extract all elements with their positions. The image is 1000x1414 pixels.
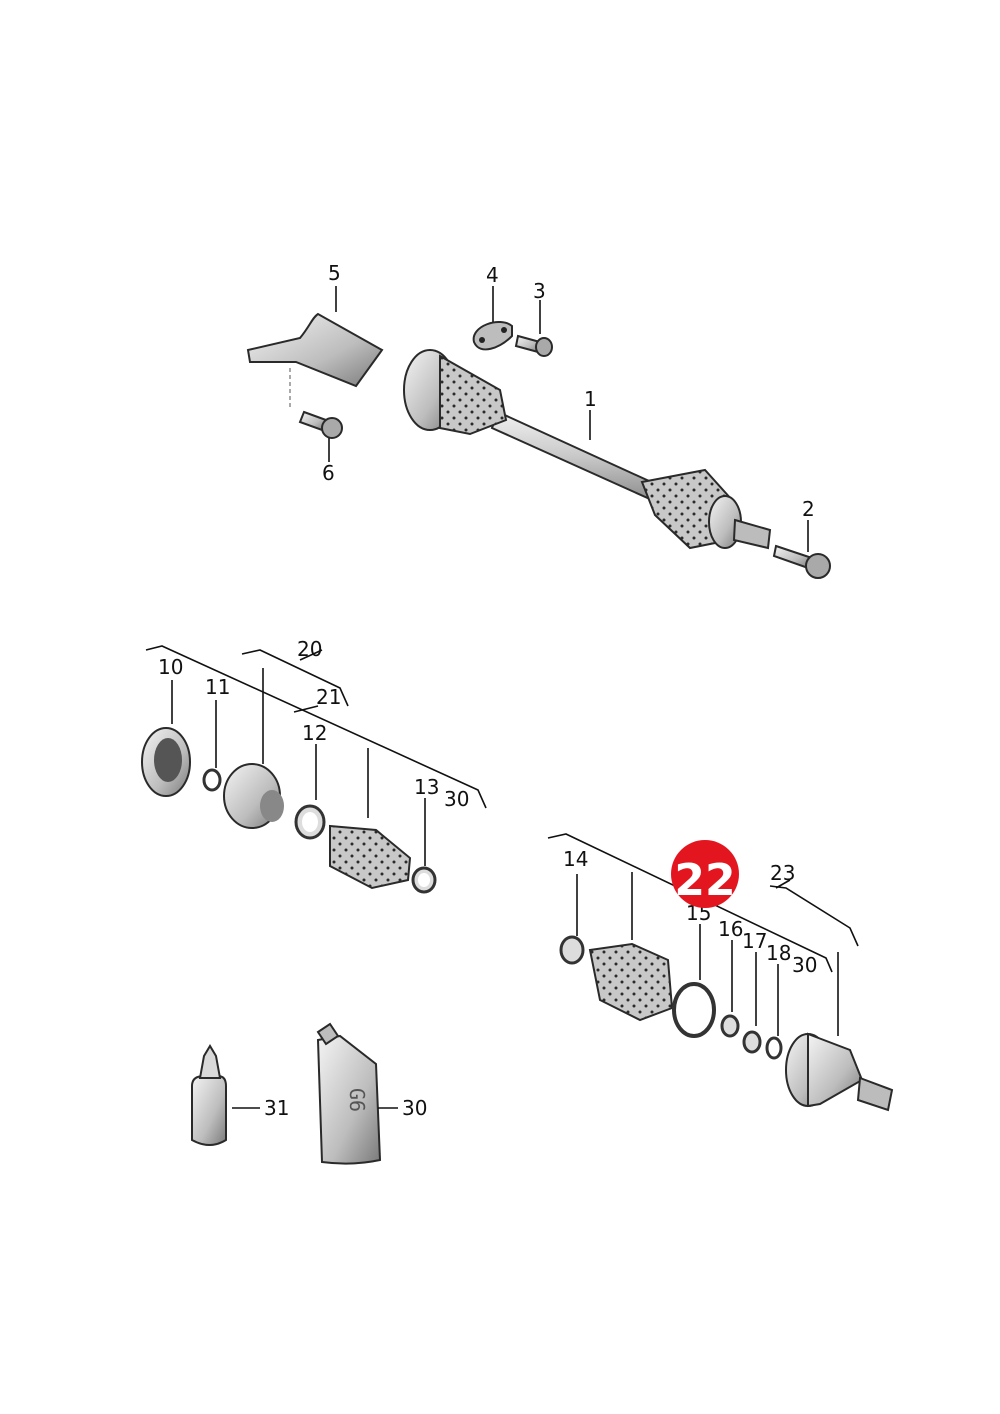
- label-part-12: 12: [302, 721, 327, 745]
- circlip-11-icon[interactable]: [202, 768, 222, 792]
- inner-cv-boot: [439, 354, 508, 436]
- label-part-23: 23: [770, 861, 795, 885]
- label-part-16: 16: [718, 917, 743, 941]
- kit-bracket-20: [241, 649, 349, 707]
- label-part-30-bottom: 30: [402, 1096, 427, 1120]
- ring-16-icon[interactable]: [720, 1014, 740, 1038]
- securing-plate-icon[interactable]: [472, 321, 513, 351]
- sealant-bottle-icon[interactable]: [191, 1044, 227, 1146]
- label-part-20: 20: [297, 637, 322, 661]
- clamp-12-icon[interactable]: [294, 804, 326, 840]
- drive-shaft: [490, 410, 662, 502]
- label-part-10: 10: [158, 655, 183, 679]
- joint-hub-icon[interactable]: [223, 763, 284, 829]
- label-part-6: 6: [322, 461, 335, 485]
- splined-stub: [732, 518, 772, 550]
- label-part-3: 3: [533, 279, 546, 303]
- cover-10-icon[interactable]: [141, 727, 191, 797]
- label-part-5: 5: [328, 261, 341, 285]
- heat-shield-icon[interactable]: [246, 312, 384, 388]
- bolt-3-icon[interactable]: [514, 334, 553, 357]
- label-part-11: 11: [205, 675, 230, 699]
- clamp-14-icon[interactable]: [559, 935, 585, 965]
- label-part-2: 2: [802, 497, 815, 521]
- outer-joint-icon[interactable]: [785, 1032, 894, 1112]
- grease-tube-marking: G6: [345, 1088, 369, 1112]
- highlight-circle: [671, 840, 739, 908]
- label-part-31: 31: [264, 1096, 289, 1120]
- boot-icon[interactable]: [329, 824, 412, 890]
- kit-bracket-main: [145, 645, 487, 809]
- drive-shaft-assembly[interactable]: [403, 349, 772, 550]
- label-part-17: 17: [742, 929, 767, 953]
- highlight-label: 22: [674, 855, 735, 906]
- boot-right-icon[interactable]: [588, 942, 674, 1022]
- label-part-30-left: 30: [444, 787, 469, 811]
- clamp-15-icon[interactable]: [672, 982, 716, 1038]
- washer-17-icon[interactable]: [742, 1030, 762, 1054]
- label-part-13: 13: [414, 775, 439, 799]
- label-part-18: 18: [766, 941, 791, 965]
- highlight-marker-22[interactable]: 22: [671, 840, 739, 908]
- label-part-21: 21: [316, 685, 341, 709]
- label-part-4: 4: [486, 263, 499, 287]
- label-part-1: 1: [584, 387, 597, 411]
- bolt-2-icon[interactable]: [772, 544, 831, 579]
- circlip-18-icon[interactable]: [765, 1036, 783, 1060]
- bolt-6-icon[interactable]: [298, 410, 343, 439]
- grease-tube-icon[interactable]: G6: [316, 1022, 382, 1165]
- clamp-13-icon[interactable]: [411, 866, 437, 894]
- label-part-14: 14: [563, 847, 588, 871]
- label-part-30-right: 30: [792, 953, 817, 977]
